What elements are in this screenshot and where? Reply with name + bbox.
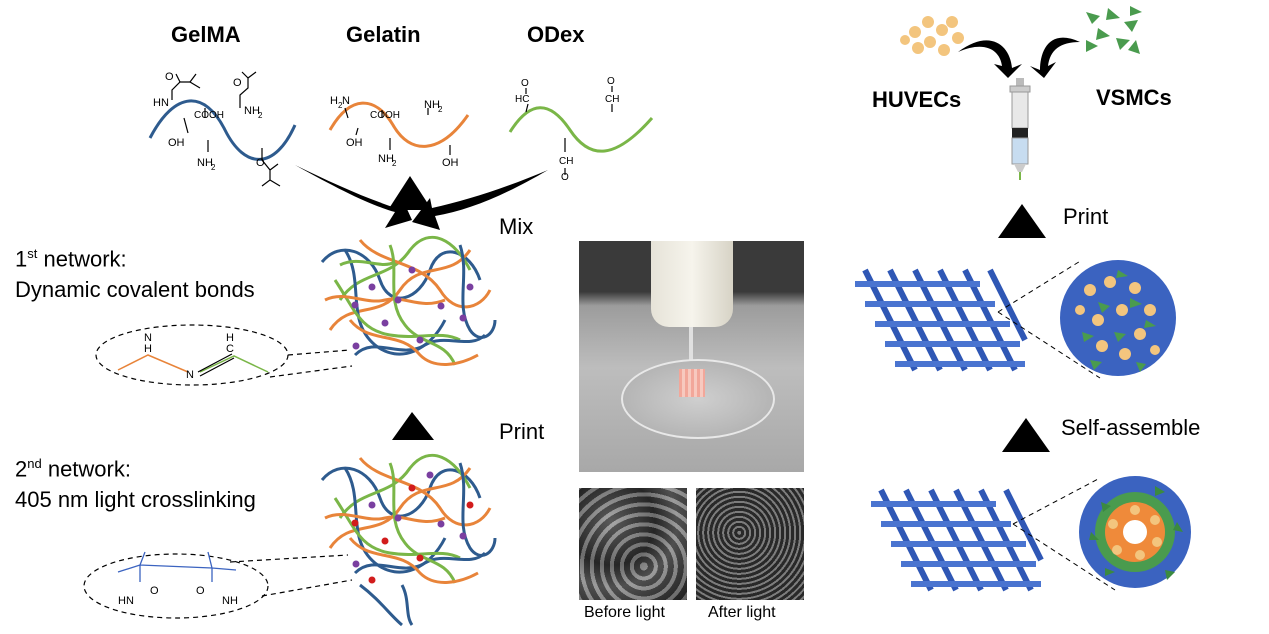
svg-text:HN: HN <box>118 595 134 607</box>
odex-label: ODex <box>527 22 585 47</box>
second-network-title: 2nd network: <box>15 456 131 482</box>
svg-text:2: 2 <box>438 105 443 114</box>
cross-section-assembled <box>1012 476 1191 591</box>
svg-text:N: N <box>342 95 350 107</box>
first-network-description: Dynamic covalent bonds <box>15 277 255 302</box>
svg-text:COOH: COOH <box>370 110 400 121</box>
svg-text:N: N <box>186 369 194 381</box>
gelma-backbone <box>148 99 297 161</box>
sem-before-caption: Before light <box>584 604 665 621</box>
svg-text:NH: NH <box>244 105 260 117</box>
gelatin-label: Gelatin <box>346 22 421 47</box>
first-network-crosslinks <box>351 266 474 350</box>
svg-text:CH: CH <box>559 156 573 167</box>
petri-dish <box>621 359 775 439</box>
svg-text:COOH: COOH <box>194 110 224 121</box>
nozzle-tip <box>689 327 693 371</box>
scaffold-grid-top <box>855 268 1028 372</box>
mix-arrow-right <box>412 170 548 230</box>
printing-photo <box>579 241 804 472</box>
sem-after-caption: After light <box>708 604 776 621</box>
svg-text:NH: NH <box>197 157 213 169</box>
svg-text:NH: NH <box>378 153 394 165</box>
print-step-label-middle: Print <box>499 419 545 444</box>
svg-text:O: O <box>196 585 205 597</box>
svg-text:O: O <box>256 157 265 169</box>
first-network-title: 1st network: <box>15 246 127 272</box>
huvec-cells-cluster <box>900 16 964 56</box>
svg-text:2: 2 <box>211 163 216 172</box>
first-network-gel <box>320 236 497 366</box>
mix-step-label: Mix <box>499 214 534 239</box>
svg-text:OH: OH <box>346 137 363 149</box>
sem-before-light <box>579 488 687 600</box>
odex-backbone <box>508 106 654 153</box>
printed-construct <box>679 369 705 397</box>
svg-text:O: O <box>521 78 529 89</box>
sem-after-light <box>696 488 804 600</box>
huvecs-label: HUVECs <box>872 87 962 112</box>
svg-text:H: H <box>330 95 338 107</box>
svg-text:O: O <box>561 172 569 183</box>
second-network-gel <box>320 454 497 627</box>
print-nozzle <box>651 241 733 327</box>
svg-text:O: O <box>165 71 174 83</box>
svg-text:2: 2 <box>392 159 397 168</box>
self-assemble-arrow <box>1002 418 1050 452</box>
self-assemble-label: Self-assemble <box>1061 415 1201 440</box>
svg-text:OH: OH <box>442 157 459 169</box>
vsmc-cells-cluster <box>1086 6 1142 54</box>
gelma-label: GelMA <box>171 22 241 47</box>
syringe <box>1009 78 1031 180</box>
svg-text:NH: NH <box>424 99 440 111</box>
svg-text:OH: OH <box>168 137 185 149</box>
gelatin-backbone <box>328 101 470 148</box>
svg-text:C: C <box>226 343 234 355</box>
gelma-hn-text: HN <box>153 97 169 109</box>
print-step-label-right: Print <box>1063 204 1109 229</box>
mix-arrow-left <box>295 165 412 228</box>
gelma-substituents <box>171 71 281 187</box>
second-network-crosslinks <box>351 471 474 584</box>
svg-text:2: 2 <box>258 111 263 120</box>
mix-arrow-center <box>388 176 432 210</box>
svg-text:H: H <box>226 332 234 344</box>
huvec-arrow <box>958 40 1022 78</box>
svg-text:O: O <box>607 76 615 87</box>
svg-text:O: O <box>150 585 159 597</box>
vsmcs-label: VSMCs <box>1096 85 1172 110</box>
vsmc-arrow <box>1030 37 1080 78</box>
cross-section-mixed <box>997 259 1176 379</box>
svg-text:H: H <box>144 343 152 355</box>
methacrylate-inset <box>83 553 269 619</box>
svg-text:O: O <box>233 77 242 89</box>
scaffold-grid-bottom <box>871 488 1044 592</box>
svg-text:HC: HC <box>515 94 529 105</box>
print-arrow-right <box>998 204 1046 238</box>
svg-text:N: N <box>144 332 152 344</box>
svg-text:CH: CH <box>605 94 619 105</box>
second-network-description: 405 nm light crosslinking <box>15 487 256 512</box>
svg-text:NH: NH <box>222 595 238 607</box>
svg-text:2: 2 <box>338 101 343 110</box>
print-arrow-left <box>392 412 434 440</box>
